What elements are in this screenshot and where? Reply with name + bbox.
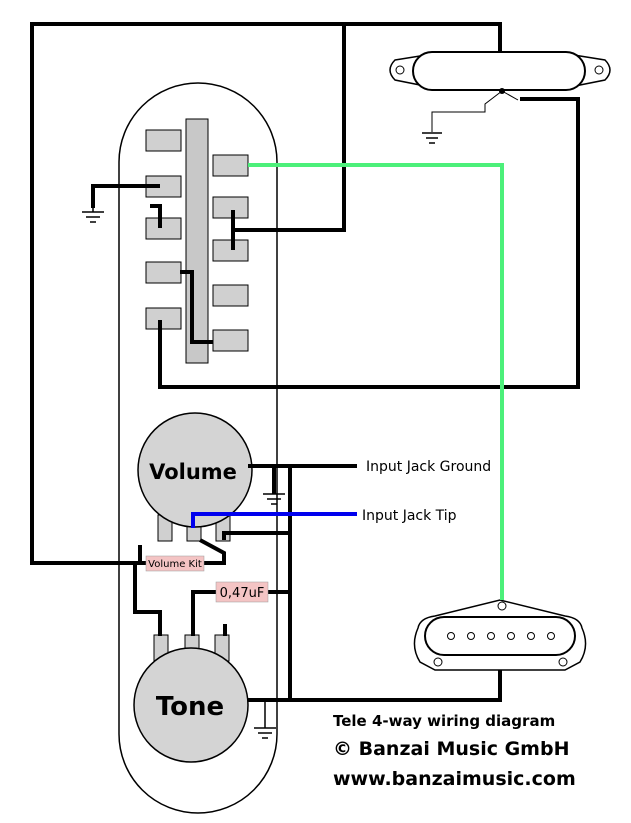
capacitor-tag — [215, 581, 269, 603]
wire-neck-hot — [32, 22, 502, 52]
screw-icon — [497, 601, 507, 611]
capacitor-label: 0,47uF — [220, 586, 265, 601]
volume-pot: Volume — [137, 412, 253, 542]
pole-piece-icon — [507, 632, 515, 640]
credit-title: Tele 4-way wiring diagram — [333, 712, 555, 730]
pole-piece-icon — [527, 632, 535, 640]
wire-green-bridge-hot — [248, 163, 504, 600]
wire-switch-ground — [91, 184, 160, 208]
pole-piece-icon — [447, 632, 455, 640]
wire-cap-to-tone — [191, 590, 216, 636]
wire-vol-to-tone — [133, 545, 162, 636]
bridge-pickup — [413, 599, 587, 671]
bridge-pickup-cover — [424, 616, 576, 656]
tone-label: Tone — [156, 692, 224, 722]
pole-piece-icon — [467, 632, 475, 640]
ground-icon — [254, 700, 276, 739]
credit-url: www.banzaimusic.com — [333, 768, 576, 790]
input-jack-ground-label: Input Jack Ground — [366, 459, 491, 475]
pole-piece-icon — [487, 632, 495, 640]
wire-bridge-ground — [248, 670, 502, 702]
screw-icon — [558, 657, 568, 667]
ground-icon — [82, 208, 104, 223]
neck-pickup — [389, 51, 611, 132]
switch-lug — [212, 284, 249, 307]
four-way-switch — [145, 118, 249, 364]
switch-lug — [212, 329, 249, 352]
tone-pot-body — [133, 647, 249, 763]
screw-icon — [594, 65, 604, 75]
switch-lug — [145, 129, 182, 152]
screw-icon — [395, 65, 405, 75]
volume-kit-label: Volume Kit — [148, 559, 202, 570]
ground-icon — [422, 132, 442, 144]
switch-body — [185, 118, 209, 364]
credit-copyright: © Banzai Music GmbH — [333, 738, 569, 760]
switch-lug — [212, 196, 249, 219]
wire-switch-cross — [180, 270, 213, 344]
black-wires — [30, 22, 580, 702]
pole-piece-icon — [547, 632, 555, 640]
neck-pickup-ground-lead — [431, 90, 503, 132]
ground-icon — [263, 493, 285, 505]
switch-lug — [145, 217, 182, 240]
switch-lug — [145, 261, 182, 284]
neck-pickup-lead — [501, 90, 519, 101]
wire-right-rail — [158, 97, 580, 389]
input-jack-tip-label: Input Jack Tip — [362, 508, 457, 524]
switch-lug — [212, 239, 249, 262]
wire-vol-right — [222, 531, 290, 540]
switch-lug — [212, 154, 249, 177]
volume-label: Volume — [149, 460, 237, 484]
wire-switch-jumper — [150, 204, 162, 228]
wire-blue-input-tip — [191, 512, 357, 528]
switch-lug — [145, 307, 182, 330]
neck-pickup-cover — [412, 51, 586, 91]
screw-icon — [433, 657, 443, 667]
tone-pot: Tone — [133, 634, 249, 763]
volume-kit-tag — [145, 555, 205, 572]
